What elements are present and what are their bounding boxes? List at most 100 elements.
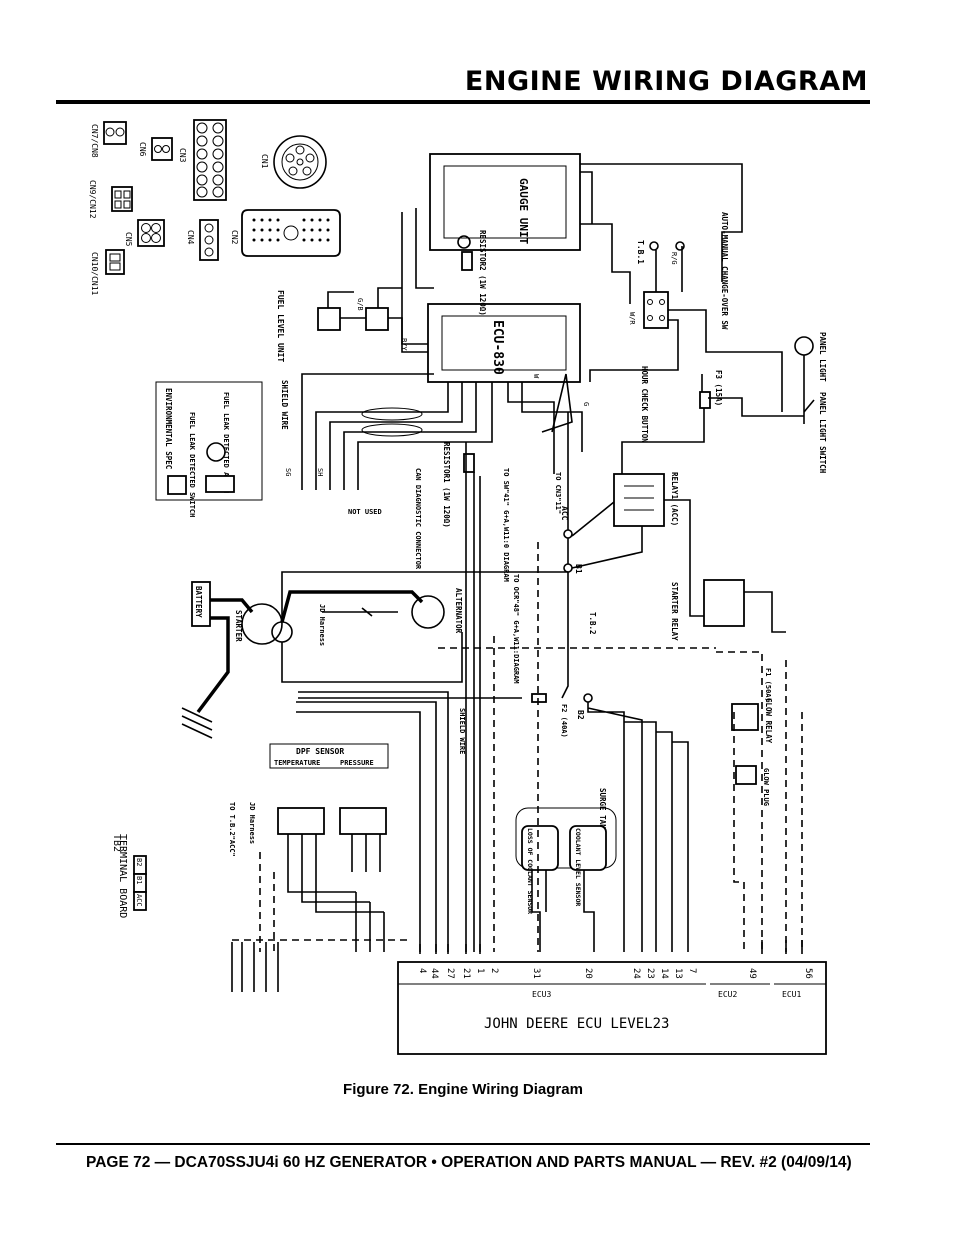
fuse-f2 xyxy=(531,693,547,703)
fuel-leak-alarm-label: FUEL LEAK DETECTED ALARM xyxy=(222,392,230,493)
tb2-board-label: TB2 xyxy=(111,834,122,852)
b2-label: B2 xyxy=(576,710,585,720)
ecu3-pin-label: 2 xyxy=(489,968,499,973)
ecu2-label: ECU2 xyxy=(718,990,737,999)
surge-tank-label: SURGE TANK xyxy=(598,788,607,834)
jd-harness-label-1: JD Harness xyxy=(318,604,326,646)
fuse-f2-label: F2 (40A) xyxy=(560,704,568,738)
ecu3-pin-label: 24 xyxy=(631,968,641,979)
wire-label: G/B xyxy=(356,298,364,311)
dpf-sensor-label: DPF SENSOR xyxy=(296,747,344,756)
to-ocr-label: TO OCR"48" G+A,W11:DIAGRAM xyxy=(512,574,520,684)
b1-label: B1 xyxy=(574,564,583,574)
ecu3-pin-label: 44 xyxy=(429,968,439,979)
terminal-board-label: TERMINAL BOARD xyxy=(117,834,128,918)
cn3-label: CN3 xyxy=(178,148,187,163)
gauge-unit-label: GAUGE UNIT xyxy=(517,178,530,245)
cn9-cn12-label: CN9/CN12 xyxy=(88,180,97,219)
panel-light-label: PANEL LIGHT xyxy=(818,332,827,382)
resistor1 xyxy=(463,453,475,473)
cn7-cn8-label: CN7/CN8 xyxy=(90,124,99,158)
alternator: ALTERNATOR xyxy=(411,588,463,634)
auto-manual-switch: AUTO-MANUAL CHANGE-OVER SW T.B.1 xyxy=(636,212,729,330)
fuel-level-label: FUEL LEVEL UNIT xyxy=(276,290,285,362)
page-title: ENGINE WIRING DIAGRAM xyxy=(464,66,868,97)
temperature-label: TEMPERATURE xyxy=(274,759,320,767)
to-tb2-acc-label: TO T.B.2"ACC" xyxy=(228,802,236,857)
to-sw41-label: TO SW"41" G+A,W11:0 DIAGRAM xyxy=(502,468,510,582)
shield-wire-label-2: SHIELD WIRE xyxy=(458,708,466,754)
fuse-f1-label: F1 (50A) xyxy=(764,668,772,702)
can-connector-label: CAN DIAGNOSTIC CONNECTOR xyxy=(414,468,422,570)
b1-terminal xyxy=(563,563,573,573)
ecu3-pin-label: 1 xyxy=(475,968,485,973)
ecu2-pin-label: 49 xyxy=(747,968,757,979)
tb2-wire-label: T.B.2 xyxy=(588,612,597,635)
resistor2: RESISTOR2 (1W 120Ω) xyxy=(457,230,487,316)
wires xyxy=(181,163,805,992)
shield-wire-label: SHIELD WIRE xyxy=(280,380,289,430)
header-rule xyxy=(56,100,870,104)
environmental-spec: ENVIRONMENTAL SPEC FUEL LEAK DETECTED AL… xyxy=(155,381,263,517)
loss-of-coolant-label: LOSS OF COOLANT SENSOR xyxy=(526,828,534,914)
fuse-f3-label: F3 (15A) xyxy=(714,370,723,406)
ecu3-pin-label: 23 xyxy=(645,968,655,979)
fuse-f3: F3 (15A) xyxy=(699,370,723,409)
ecu3-pin-label: 4 xyxy=(417,968,427,973)
tb1-label: T.B.1 xyxy=(636,240,645,264)
cn2-label: CN2 xyxy=(230,230,239,245)
wire-label: G xyxy=(582,402,590,406)
dpf-sensor: DPF SENSOR TEMPERATURE PRESSURE xyxy=(269,743,389,835)
relay1-label: RELAY1 (ACC) xyxy=(670,472,679,526)
ecu3-pin-label: 31 xyxy=(531,968,541,979)
ecu3-pins: 4 44 27 21 1 2 31 20 24 23 14 13 7 xyxy=(417,968,697,979)
figure-caption: Figure 72. Engine Wiring Diagram xyxy=(343,1081,583,1098)
wire-label: W/R xyxy=(628,312,636,325)
cn6-label: CN6 xyxy=(138,142,147,157)
ecu3-pin-label: 13 xyxy=(673,968,683,979)
environmental-spec-label: ENVIRONMENTAL SPEC xyxy=(164,388,173,469)
resistor1-label: RESISTOR1 (1W 120Ω) xyxy=(442,442,451,528)
ecu3-pin-label: 7 xyxy=(687,968,697,973)
wire-label: W xyxy=(532,374,540,379)
glow-relay-label: GLOW RELAY xyxy=(764,698,773,744)
ecu3-pin-label: 21 xyxy=(461,968,471,979)
gauge-unit: GAUGE UNIT xyxy=(429,153,581,251)
wiring-diagram: CN7/CN8 CN6 CN3 CN1 CN9/CN12 CN5 CN4 xyxy=(88,119,827,1055)
auto-manual-label: AUTO-MANUAL CHANGE-OVER SW xyxy=(720,212,729,330)
wire-label: SG xyxy=(284,468,292,476)
tb2-terminal-b2: B2 xyxy=(135,858,143,866)
tb2-terminal-acc: ACC xyxy=(135,894,143,907)
starter-relay-label: STARTER RELAY xyxy=(670,582,679,641)
ecu-830: ECU-830 xyxy=(427,303,581,383)
tb2-terminal-b1: B1 xyxy=(135,876,143,884)
jd-harness-label-2: JD Harness xyxy=(248,802,256,844)
coolant-sensors: SURGE TANK LOSS OF COOLANT SENSOR COOLAN… xyxy=(515,788,617,914)
panel-light: PANEL LIGHT PANEL LIGHT SWITCH xyxy=(794,332,827,474)
cn3-pins xyxy=(196,122,224,198)
cn4-label: CN4 xyxy=(186,230,195,245)
acc-terminal xyxy=(563,529,573,539)
relay1: RELAY1 (ACC) xyxy=(613,472,679,527)
hour-check-label: HOUR CHECK BUTTON xyxy=(640,366,649,443)
fuel-leak-switch-label: FUEL LEAK DETECTED SWITCH xyxy=(188,412,196,517)
terminal-board: TB2 B2 B1 ACC TERMINAL BOARD xyxy=(111,834,147,918)
footer-rule xyxy=(56,1143,870,1145)
ecu3-pin-label: 27 xyxy=(445,968,455,979)
b2-terminal xyxy=(583,693,593,703)
cn5-label: CN5 xyxy=(124,232,133,247)
jd-ecu-label: JOHN DEERE ECU LEVEL23 xyxy=(484,1016,669,1032)
panel-light-switch-label: PANEL LIGHT SWITCH xyxy=(818,392,827,474)
ecu3-pin-label: 14 xyxy=(659,968,669,979)
john-deere-ecu: JOHN DEERE ECU LEVEL23 ECU3 ECU2 ECU1 xyxy=(397,961,827,1055)
starter: STARTER xyxy=(234,603,293,645)
pressure-label: PRESSURE xyxy=(340,759,374,767)
coolant-level-label: COOLANT LEVEL SENSOR xyxy=(574,828,582,906)
wire-label: SH xyxy=(316,468,324,476)
ecu-830-label: ECU-830 xyxy=(490,320,505,375)
ecu3-pin-label: 20 xyxy=(583,968,593,979)
alternator-label: ALTERNATOR xyxy=(454,588,463,634)
resistor2-label: RESISTOR2 (1W 120Ω) xyxy=(478,230,487,316)
cn10-cn11-label: CN10/CN11 xyxy=(90,252,99,296)
to-cn3-label: TO CN3"11" xyxy=(554,472,562,514)
